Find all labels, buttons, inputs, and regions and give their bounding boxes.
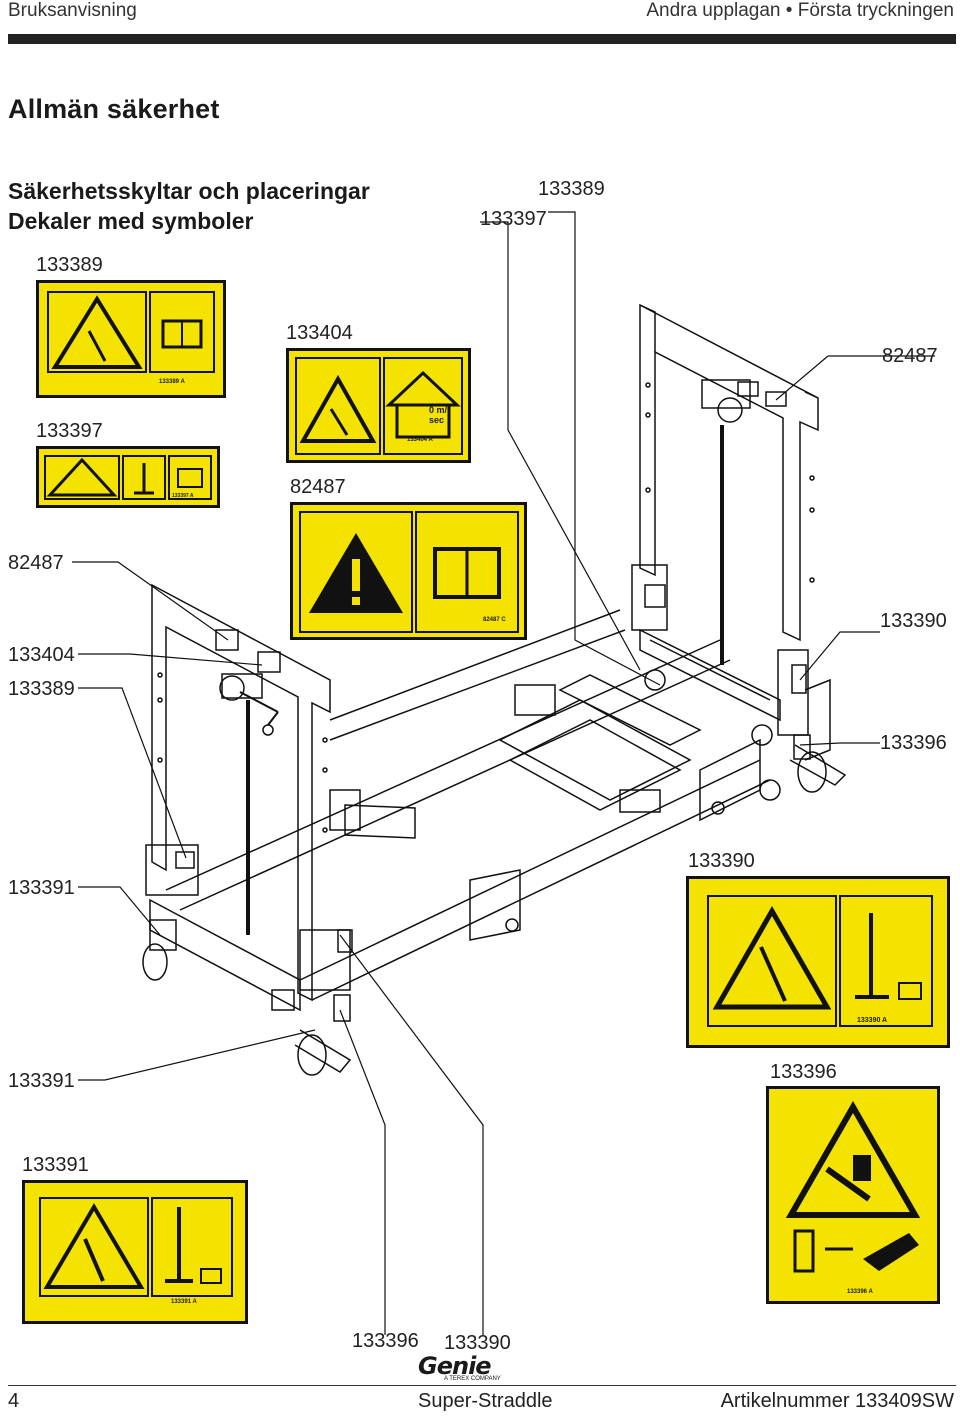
label-decal-133404: 133404 bbox=[286, 322, 353, 344]
decal-133404-warning-panel bbox=[295, 357, 381, 455]
decal-133390-warning-panel bbox=[707, 895, 837, 1027]
label-82487-left: 82487 bbox=[8, 552, 64, 574]
label-133391-left: 133391 bbox=[8, 877, 75, 899]
decal-133391: 133391 A bbox=[22, 1180, 248, 1324]
decal-133390: 133390 A bbox=[686, 876, 950, 1048]
label-133404-left: 133404 bbox=[8, 644, 75, 666]
decal-133404-code: 133404 A bbox=[407, 437, 433, 443]
lift-mast-icon bbox=[134, 463, 154, 495]
house-wind-icon bbox=[385, 370, 461, 439]
footer-model: Super-Straddle bbox=[418, 1390, 553, 1412]
section-subtitle: Dekaler med symboler bbox=[8, 208, 254, 234]
manual-book-icon bbox=[161, 319, 203, 349]
decal-133391-warning-panel bbox=[39, 1197, 149, 1297]
footer-page-number: 4 bbox=[8, 1390, 20, 1412]
decal-133391-code: 133391 A bbox=[171, 1299, 197, 1305]
label-133390-right: 133390 bbox=[880, 610, 947, 632]
label-133389-left: 133389 bbox=[8, 678, 75, 700]
decal-133389-warning-panel bbox=[47, 291, 147, 373]
label-decal-133390: 133390 bbox=[688, 850, 755, 872]
label-decal-82487: 82487 bbox=[290, 476, 346, 498]
lift-mast-icon bbox=[165, 1207, 222, 1284]
label-decal-133391: 133391 bbox=[22, 1154, 89, 1176]
label-decal-133397: 133397 bbox=[36, 420, 103, 442]
label-133396-right: 133396 bbox=[880, 732, 947, 754]
warning-triangle-icon bbox=[712, 905, 832, 1010]
decal-82487-code: 82487 C bbox=[483, 617, 506, 623]
decal-82487: 82487 C bbox=[290, 502, 527, 640]
genie-logo-brand: Genie bbox=[418, 1352, 492, 1380]
decal-133397: 133397 A bbox=[36, 446, 220, 508]
section-title: Säkerhetsskyltar och placeringar bbox=[8, 178, 370, 204]
decal-133404: 0 m/ sec 133404 A bbox=[286, 348, 471, 463]
decal-133396: 133396 A bbox=[766, 1086, 940, 1304]
decal-133390-code: 133390 A bbox=[857, 1017, 888, 1024]
warning-triangle-icon bbox=[46, 457, 118, 497]
manual-book-icon bbox=[177, 468, 203, 488]
exclamation-warning-icon bbox=[309, 533, 403, 613]
page-title: Allmän säkerhet bbox=[8, 94, 220, 124]
decal-133404-speed: 0 m/ sec bbox=[429, 405, 448, 425]
genie-logo: Genie A TEREX COMPANY bbox=[418, 1352, 518, 1384]
pinch-hazard-icon bbox=[785, 1100, 921, 1273]
label-133397-top: 133397 bbox=[480, 208, 547, 230]
lift-mast-icon bbox=[855, 913, 922, 1000]
label-133396-bottom: 133396 bbox=[352, 1330, 419, 1352]
decal-133390-lift-panel bbox=[839, 895, 933, 1027]
label-decal-133396: 133396 bbox=[770, 1061, 837, 1083]
label-82487-right: 82487 bbox=[882, 345, 938, 367]
decal-133396-code: 133396 A bbox=[847, 1289, 873, 1295]
label-133389-top: 133389 bbox=[538, 178, 605, 200]
decal-133391-lift-panel bbox=[151, 1197, 233, 1297]
decal-82487-warning-panel bbox=[299, 511, 413, 633]
decal-133397-manual-panel bbox=[168, 455, 212, 500]
warning-triangle-icon bbox=[299, 374, 377, 443]
decal-133389: 133389 A bbox=[36, 280, 226, 398]
header-rule bbox=[8, 34, 956, 44]
warning-triangle-icon bbox=[43, 1203, 145, 1289]
manual-book-icon bbox=[433, 547, 501, 599]
decal-133389-code: 133389 A bbox=[159, 379, 185, 385]
genie-logo-tagline: A TEREX COMPANY bbox=[444, 1376, 501, 1382]
decal-82487-manual-panel bbox=[415, 511, 519, 633]
label-133391-left-lower: 133391 bbox=[8, 1070, 75, 1092]
footer-rule bbox=[8, 1385, 956, 1386]
label-decal-133389: 133389 bbox=[36, 254, 103, 276]
warning-triangle-icon bbox=[51, 295, 143, 369]
footer-part-number: Artikelnummer 133409SW bbox=[720, 1390, 954, 1412]
decal-133404-wind-panel bbox=[383, 357, 463, 455]
header-manual-name: Bruksanvisning bbox=[8, 0, 137, 21]
decal-133397-code: 133397 A bbox=[172, 493, 194, 499]
decal-133389-manual-panel bbox=[149, 291, 215, 373]
decal-133397-warning-panel bbox=[44, 455, 120, 500]
header-edition: Andra upplagan • Första tryckningen bbox=[646, 0, 954, 21]
decal-133397-lift-panel bbox=[122, 455, 166, 500]
label-133390-bottom: 133390 bbox=[444, 1332, 511, 1354]
